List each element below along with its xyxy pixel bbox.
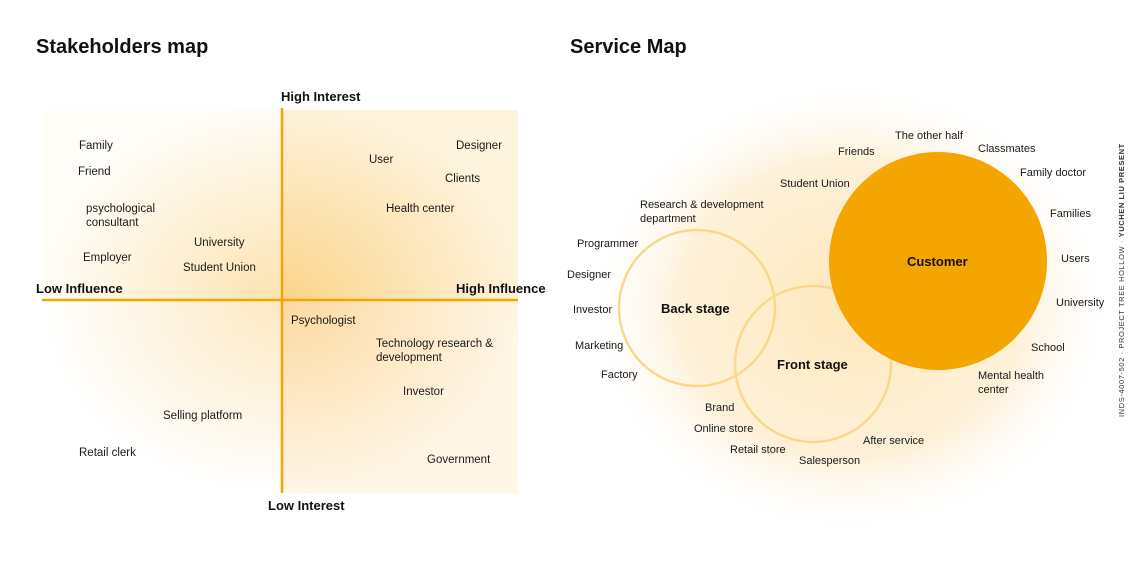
axis-high-interest: High Interest [281,89,361,104]
svc-university: University [1056,297,1105,309]
stakeholder-user: User [369,154,394,166]
svc-families: Families [1050,208,1091,220]
stakeholder-retail-clerk: Retail clerk [79,447,136,459]
stakeholder-psychological-consultant: psychological consultant [86,203,156,229]
svc-research-department: Research & development department [640,199,764,225]
front-stage-label: Front stage [777,357,848,372]
stakeholder-health-center: Health center [386,203,455,215]
stakeholders-title: Stakeholders map [36,36,209,58]
stakeholder-student-union: Student Union [183,262,256,274]
axis-low-influence: Low Influence [36,281,123,296]
svc-online-store: Online store [694,423,754,435]
stakeholder-university: University [194,237,245,249]
stakeholder-technology-rd: Technology research & development [376,338,493,364]
svc-classmates: Classmates [978,143,1036,155]
stakeholder-clients: Clients [445,173,481,185]
quadrant-low-interest-high-influence [282,300,518,493]
stakeholder-psychologist: Psychologist [291,315,356,327]
stakeholder-investor: Investor [403,386,444,398]
svc-friends: Friends [838,146,875,158]
back-stage-label: Back stage [661,301,730,316]
stakeholder-employer: Employer [83,252,132,264]
quadrant-high-interest-low-influence [42,110,282,300]
axis-high-influence: High Influence [456,281,546,296]
back-stage-circle [617,228,777,388]
quadrant-low-interest-low-influence [42,300,282,493]
stakeholder-government: Government [427,454,491,466]
stakeholder-selling-platform: Selling platform [163,410,243,422]
svc-programmer: Programmer [577,238,639,250]
stakeholder-family: Family [79,140,113,152]
axis-low-interest: Low Interest [268,498,345,513]
svc-other-half: The other half [895,130,963,142]
front-stage-circle [733,284,893,444]
credit-prefix: INDS-4007-502 · PROJECT TREE HOLLOW · [1117,237,1126,417]
svc-designer: Designer [567,269,612,281]
svc-student-union: Student Union [780,178,850,190]
svc-mental-health-center: Mental health center [978,370,1045,396]
credit-author: YUCHEN LIU PRESENT [1117,143,1126,238]
svc-marketing: Marketing [575,340,624,352]
customer-label: Customer [907,254,968,269]
customer-circle [829,152,1047,370]
svc-salesperson: Salesperson [799,455,861,467]
credit-text: INDS-4007-502 · PROJECT TREE HOLLOW · YU… [1117,115,1131,445]
svc-brand: Brand [705,402,735,414]
svc-users: Users [1061,253,1090,265]
svc-family-doctor: Family doctor [1020,167,1087,179]
svc-investor: Investor [573,304,613,316]
stakeholder-designer: Designer [456,140,503,152]
service-map-title: Service Map [570,36,687,58]
svc-school: School [1031,342,1065,354]
svc-factory: Factory [601,369,638,381]
svc-retail-store: Retail store [730,444,786,456]
quadrant-high-interest-high-influence [282,110,518,300]
svc-after-service: After service [863,435,925,447]
stakeholder-friend: Friend [78,166,111,178]
